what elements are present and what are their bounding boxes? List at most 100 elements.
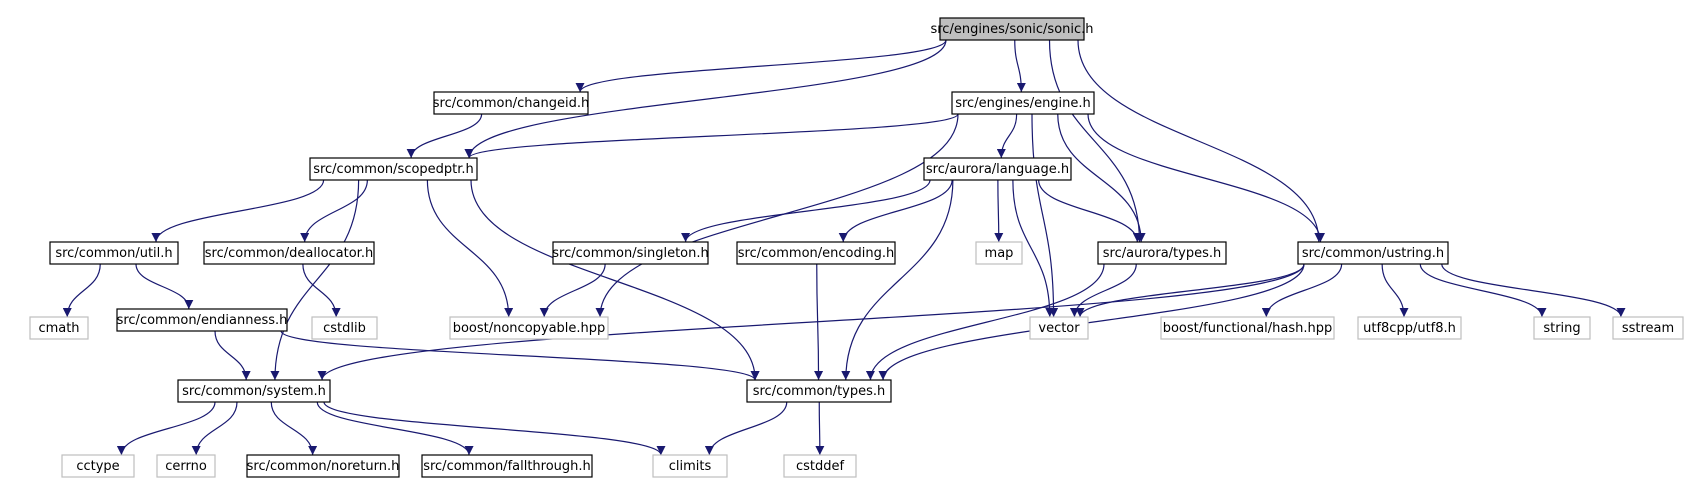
edge-language-to-vector: [1012, 179, 1055, 318]
edge-language-to-singleton: [681, 179, 931, 243]
node-label: cctype: [76, 459, 119, 474]
node-label: src/aurora/types.h: [1103, 246, 1221, 261]
node-scopedptr[interactable]: src/common/scopedptr.h: [309, 157, 478, 181]
edge-sonic-to-engine: [1014, 39, 1026, 93]
node-endianness[interactable]: src/common/endianness.h: [116, 308, 288, 332]
node-label: boost/functional/hash.hpp: [1163, 321, 1333, 336]
node-climits: climits: [652, 454, 728, 478]
node-label: boost/noncopyable.hpp: [453, 321, 606, 336]
node-label: sstream: [1622, 321, 1674, 336]
node-label: src/engines/engine.h: [955, 96, 1091, 111]
node-cerrno: cerrno: [156, 454, 216, 478]
node-language[interactable]: src/aurora/language.h: [923, 157, 1072, 181]
edge-ustring-to-system: [317, 263, 1305, 381]
edge-system-to-climits: [323, 401, 666, 456]
node-box: [246, 454, 400, 478]
node-box: [203, 241, 375, 265]
node-box: [433, 91, 589, 115]
edge-ustring-to-sstream: [1441, 263, 1626, 318]
node-noreturn[interactable]: src/common/noreturn.h: [246, 454, 400, 478]
edge-language-to-map: [994, 179, 1004, 243]
node-label: vector: [1038, 321, 1080, 336]
node-label: src/common/scopedptr.h: [313, 162, 474, 177]
node-string: string: [1533, 316, 1591, 340]
edge-ustring-to-string: [1419, 263, 1547, 318]
node-label: src/common/singleton.h: [552, 246, 709, 261]
node-box: [1160, 316, 1335, 340]
edge-util-to-cmath: [62, 263, 101, 318]
edge-endianness-to-comtypes: [280, 330, 760, 381]
node-hash: boost/functional/hash.hpp: [1160, 316, 1335, 340]
edge-language-to-encoding: [838, 179, 953, 243]
node-map: map: [975, 241, 1023, 265]
node-aurtypes[interactable]: src/aurora/types.h: [1097, 241, 1227, 265]
node-engine[interactable]: src/engines/engine.h: [951, 91, 1095, 115]
edges-layer: [62, 39, 1626, 456]
node-box: [421, 454, 593, 478]
node-util[interactable]: src/common/util.h: [49, 241, 179, 265]
node-sstream: sstream: [1612, 316, 1684, 340]
edge-comtypes-to-climits: [704, 401, 788, 456]
node-sonic[interactable]: src/engines/sonic/sonic.h: [930, 17, 1094, 41]
edge-language-to-comtypes: [841, 179, 954, 381]
node-label: string: [1543, 321, 1580, 336]
node-box: [975, 241, 1023, 265]
node-box: [156, 454, 216, 478]
node-box: [29, 316, 89, 340]
node-box: [61, 454, 135, 478]
node-fallthrough[interactable]: src/common/fallthrough.h: [421, 454, 593, 478]
node-changeid[interactable]: src/common/changeid.h: [433, 91, 589, 115]
node-label: src/common/encoding.h: [738, 246, 894, 261]
edge-ustring-to-comtypes: [878, 263, 1305, 381]
edge-system-to-fallthrough: [316, 401, 474, 456]
node-box: [1297, 241, 1449, 265]
node-label: src/common/endianness.h: [117, 313, 288, 328]
node-comtypes[interactable]: src/common/types.h: [746, 379, 892, 403]
node-label: src/common/system.h: [182, 384, 326, 399]
edge-changeid-to-scopedptr: [406, 113, 483, 159]
node-system[interactable]: src/common/system.h: [177, 379, 331, 403]
node-label: src/common/types.h: [753, 384, 886, 399]
edge-system-to-cerrno: [191, 401, 238, 456]
edge-endianness-to-system: [214, 330, 251, 381]
node-deallocator[interactable]: src/common/deallocator.h: [203, 241, 375, 265]
edge-singleton-to-noncopyable: [539, 263, 606, 318]
edge-scopedptr-to-deallocator: [300, 179, 368, 243]
node-ustring[interactable]: src/common/ustring.h: [1297, 241, 1449, 265]
edge-language-to-aurtypes: [1038, 179, 1142, 243]
node-vector: vector: [1029, 316, 1089, 340]
node-label: cerrno: [165, 459, 207, 474]
node-label: climits: [669, 459, 712, 474]
edge-sonic-to-scopedptr: [464, 39, 947, 159]
edge-util-to-endianness: [135, 263, 194, 310]
edge-ustring-to-vector: [1075, 263, 1305, 318]
edge-scopedptr-to-util: [151, 179, 325, 243]
node-box: [311, 316, 378, 340]
edge-system-to-cctype: [116, 401, 216, 456]
edge-scopedptr-to-system: [270, 179, 360, 381]
node-cctype: cctype: [61, 454, 135, 478]
edge-engine-to-noncopyable: [595, 113, 959, 318]
node-label: cstdlib: [323, 321, 366, 336]
node-box: [1612, 316, 1684, 340]
node-box: [783, 454, 857, 478]
edge-sonic-to-aurtypes: [1048, 39, 1144, 243]
node-encoding[interactable]: src/common/encoding.h: [736, 241, 896, 265]
edge-engine-to-language: [996, 113, 1018, 159]
edge-comtypes-to-cstddef: [815, 401, 825, 456]
edge-deallocator-to-cstdlib: [302, 263, 341, 318]
node-box: [309, 157, 478, 181]
edge-sonic-to-changeid: [575, 39, 947, 93]
edge-scopedptr-to-comtypes: [470, 179, 760, 381]
node-label: src/aurora/language.h: [926, 162, 1069, 177]
node-label: map: [985, 246, 1014, 261]
node-box: [116, 308, 288, 332]
nodes-layer: src/engines/sonic/sonic.h src/common/chan…: [29, 17, 1684, 478]
node-label: src/engines/sonic/sonic.h: [930, 22, 1093, 37]
node-box: [923, 157, 1072, 181]
node-singleton[interactable]: src/common/singleton.h: [552, 241, 709, 265]
node-label: utf8cpp/utf8.h: [1363, 321, 1456, 336]
node-box: [552, 241, 709, 265]
node-label: cstddef: [796, 459, 845, 474]
